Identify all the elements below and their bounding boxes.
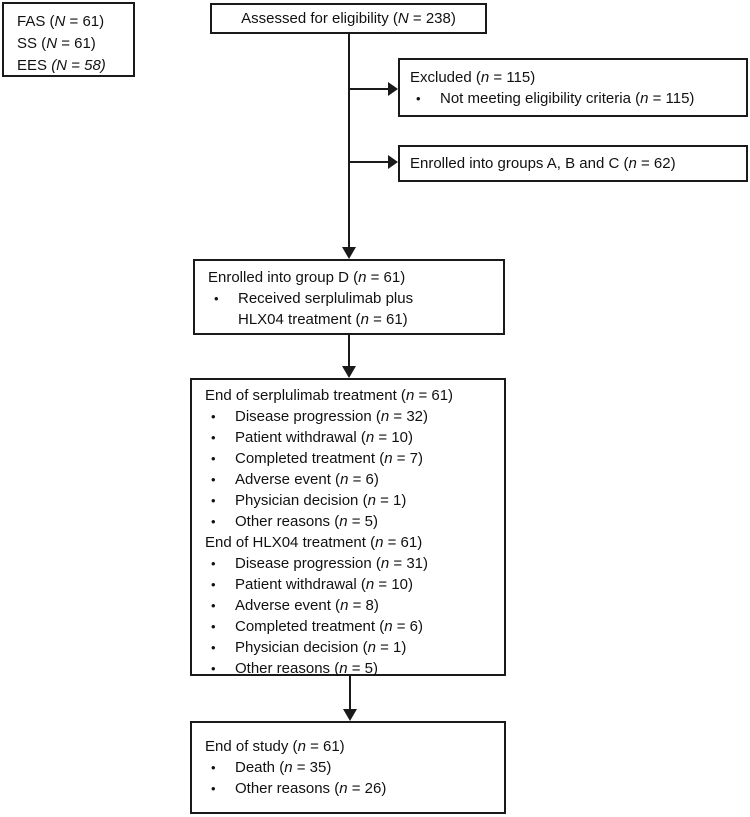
flow-text-line: SS (N = 61) [17,33,133,55]
bullet-icon: • [211,577,216,592]
bullet-icon: • [211,514,216,529]
flow-text-line: FAS (N = 61) [17,11,133,33]
flow-connector-to-enrolled-abc [349,161,388,163]
flow-text-line: • Adverse event (n = 6) [205,469,504,490]
flow-text-line: • Completed treatment (n = 6) [205,616,504,637]
bullet-icon: • [211,661,216,676]
bullet-icon: • [211,430,216,445]
bullet-icon: • [211,640,216,655]
flow-connector-to-excluded [349,88,388,90]
flow-text: Adverse event (n = 6) [235,471,379,488]
arrow-down-icon [342,366,356,378]
flow-text: Enrolled into groups A, B and C (n = 62) [410,155,676,172]
bullet-icon: • [211,409,216,424]
flow-text-line: • Not meeting eligibility criteria (n = 1… [410,88,746,109]
flow-text: EES (N = 58) [17,57,106,74]
flow-text: Patient withdrawal (n = 10) [235,576,414,593]
flow-text-line: Enrolled into group D (n = 61) [208,267,503,288]
flow-text: HLX04 treatment (n = 61) [238,311,408,328]
flow-text: Not meeting eligibility criteria (n = 11… [440,90,695,107]
end-of-treatment-box: End of serplulimab treatment (n = 61) • Di… [190,378,506,679]
flow-text-line: • Physician decision (n = 1) [205,637,504,658]
excluded-box: Excluded (n = 115) • Not meeting eligibili… [398,58,748,117]
arrow-right-icon [388,82,398,96]
flow-text: Other reasons (n = 5) [235,660,378,677]
flow-text-line: • Disease progression (n = 32) [205,406,504,427]
flow-text: Disease progression (n = 31) [235,555,429,572]
flow-text-line: Assessed for eligibility (N = 238) [241,8,456,29]
flow-text-line: • Death (n = 35) [205,757,504,778]
flow-text: Other reasons (n = 26) [235,780,387,797]
flow-text: Received serplulimab plus [238,290,414,307]
flow-text: Death (n = 35) [235,759,332,776]
flow-text: Enrolled into group D (n = 61) [208,269,406,286]
bullet-icon: • [211,556,216,571]
flow-text-line: Excluded (n = 115) [410,67,746,88]
flow-text-line: End of study (n = 61) [205,736,504,757]
flow-text: Patient withdrawal (n = 10) [235,429,414,446]
flow-text: FAS (N = 61) [17,13,105,30]
flow-text: Assessed for eligibility (N = 238) [241,10,456,27]
bullet-icon: • [214,291,219,306]
flow-text: Other reasons (n = 5) [235,513,378,530]
assessed-eligibility-box: Assessed for eligibility (N = 238) [210,3,487,34]
flow-text-line: • Received serplulimab plus [208,288,503,309]
flow-text-line: • Adverse event (n = 8) [205,595,504,616]
flow-text: SS (N = 61) [17,35,96,52]
flow-text-line: • Patient withdrawal (n = 10) [205,427,504,448]
flow-text-line: • Physician decision (n = 1) [205,490,504,511]
flow-text-line: End of HLX04 treatment (n = 61) [205,532,504,553]
flow-text-line: • Other reasons (n = 5) [205,658,504,679]
enrolled-groups-abc-box: Enrolled into groups A, B and C (n = 62) [398,145,748,182]
flow-text: Completed treatment (n = 7) [235,450,424,467]
flow-text-line: • Completed treatment (n = 7) [205,448,504,469]
flow-text: Physician decision (n = 1) [235,639,407,656]
flow-text: End of study (n = 61) [205,738,345,755]
flow-text: Physician decision (n = 1) [235,492,407,509]
arrow-right-icon [388,155,398,169]
flow-text: End of serplulimab treatment (n = 61) [205,387,454,404]
bullet-icon: • [211,781,216,796]
flow-text: Adverse event (n = 8) [235,597,379,614]
flow-text-line: • Other reasons (n = 26) [205,778,504,799]
enrolled-group-d-box: Enrolled into group D (n = 61) • Received … [193,259,505,335]
bullet-icon: • [211,598,216,613]
flow-text-line: End of serplulimab treatment (n = 61) [205,385,504,406]
flow-text-line: • Disease progression (n = 31) [205,553,504,574]
flow-connector-d-to-treatment [348,335,350,366]
bullet-icon: • [211,472,216,487]
flow-text-line: Enrolled into groups A, B and C (n = 62) [410,153,676,174]
flow-text: Completed treatment (n = 6) [235,618,424,635]
bullet-icon: • [211,619,216,634]
arrow-down-icon [343,709,357,721]
flow-connector-treatment-to-study [349,676,351,709]
bullet-icon: • [211,493,216,508]
flow-text-line: HLX04 treatment (n = 61) [238,309,503,330]
bullet-icon: • [416,91,421,106]
end-of-study-box: End of study (n = 61) • Death (n = 35) • Oth… [190,721,506,814]
flow-connector-main-vertical [348,34,350,247]
bullet-icon: • [211,760,216,775]
flow-text: Excluded (n = 115) [410,69,536,86]
flow-text: Disease progression (n = 32) [235,408,429,425]
flow-text: End of HLX04 treatment (n = 61) [205,534,423,551]
bullet-icon: • [211,451,216,466]
analysis-sets-box: FAS (N = 61) SS (N = 61) EES (N = 58) [2,2,135,77]
flow-text-line: • Patient withdrawal (n = 10) [205,574,504,595]
flow-text-line: • Other reasons (n = 5) [205,511,504,532]
flow-text-line: EES (N = 58) [17,55,133,77]
arrow-down-icon [342,247,356,259]
